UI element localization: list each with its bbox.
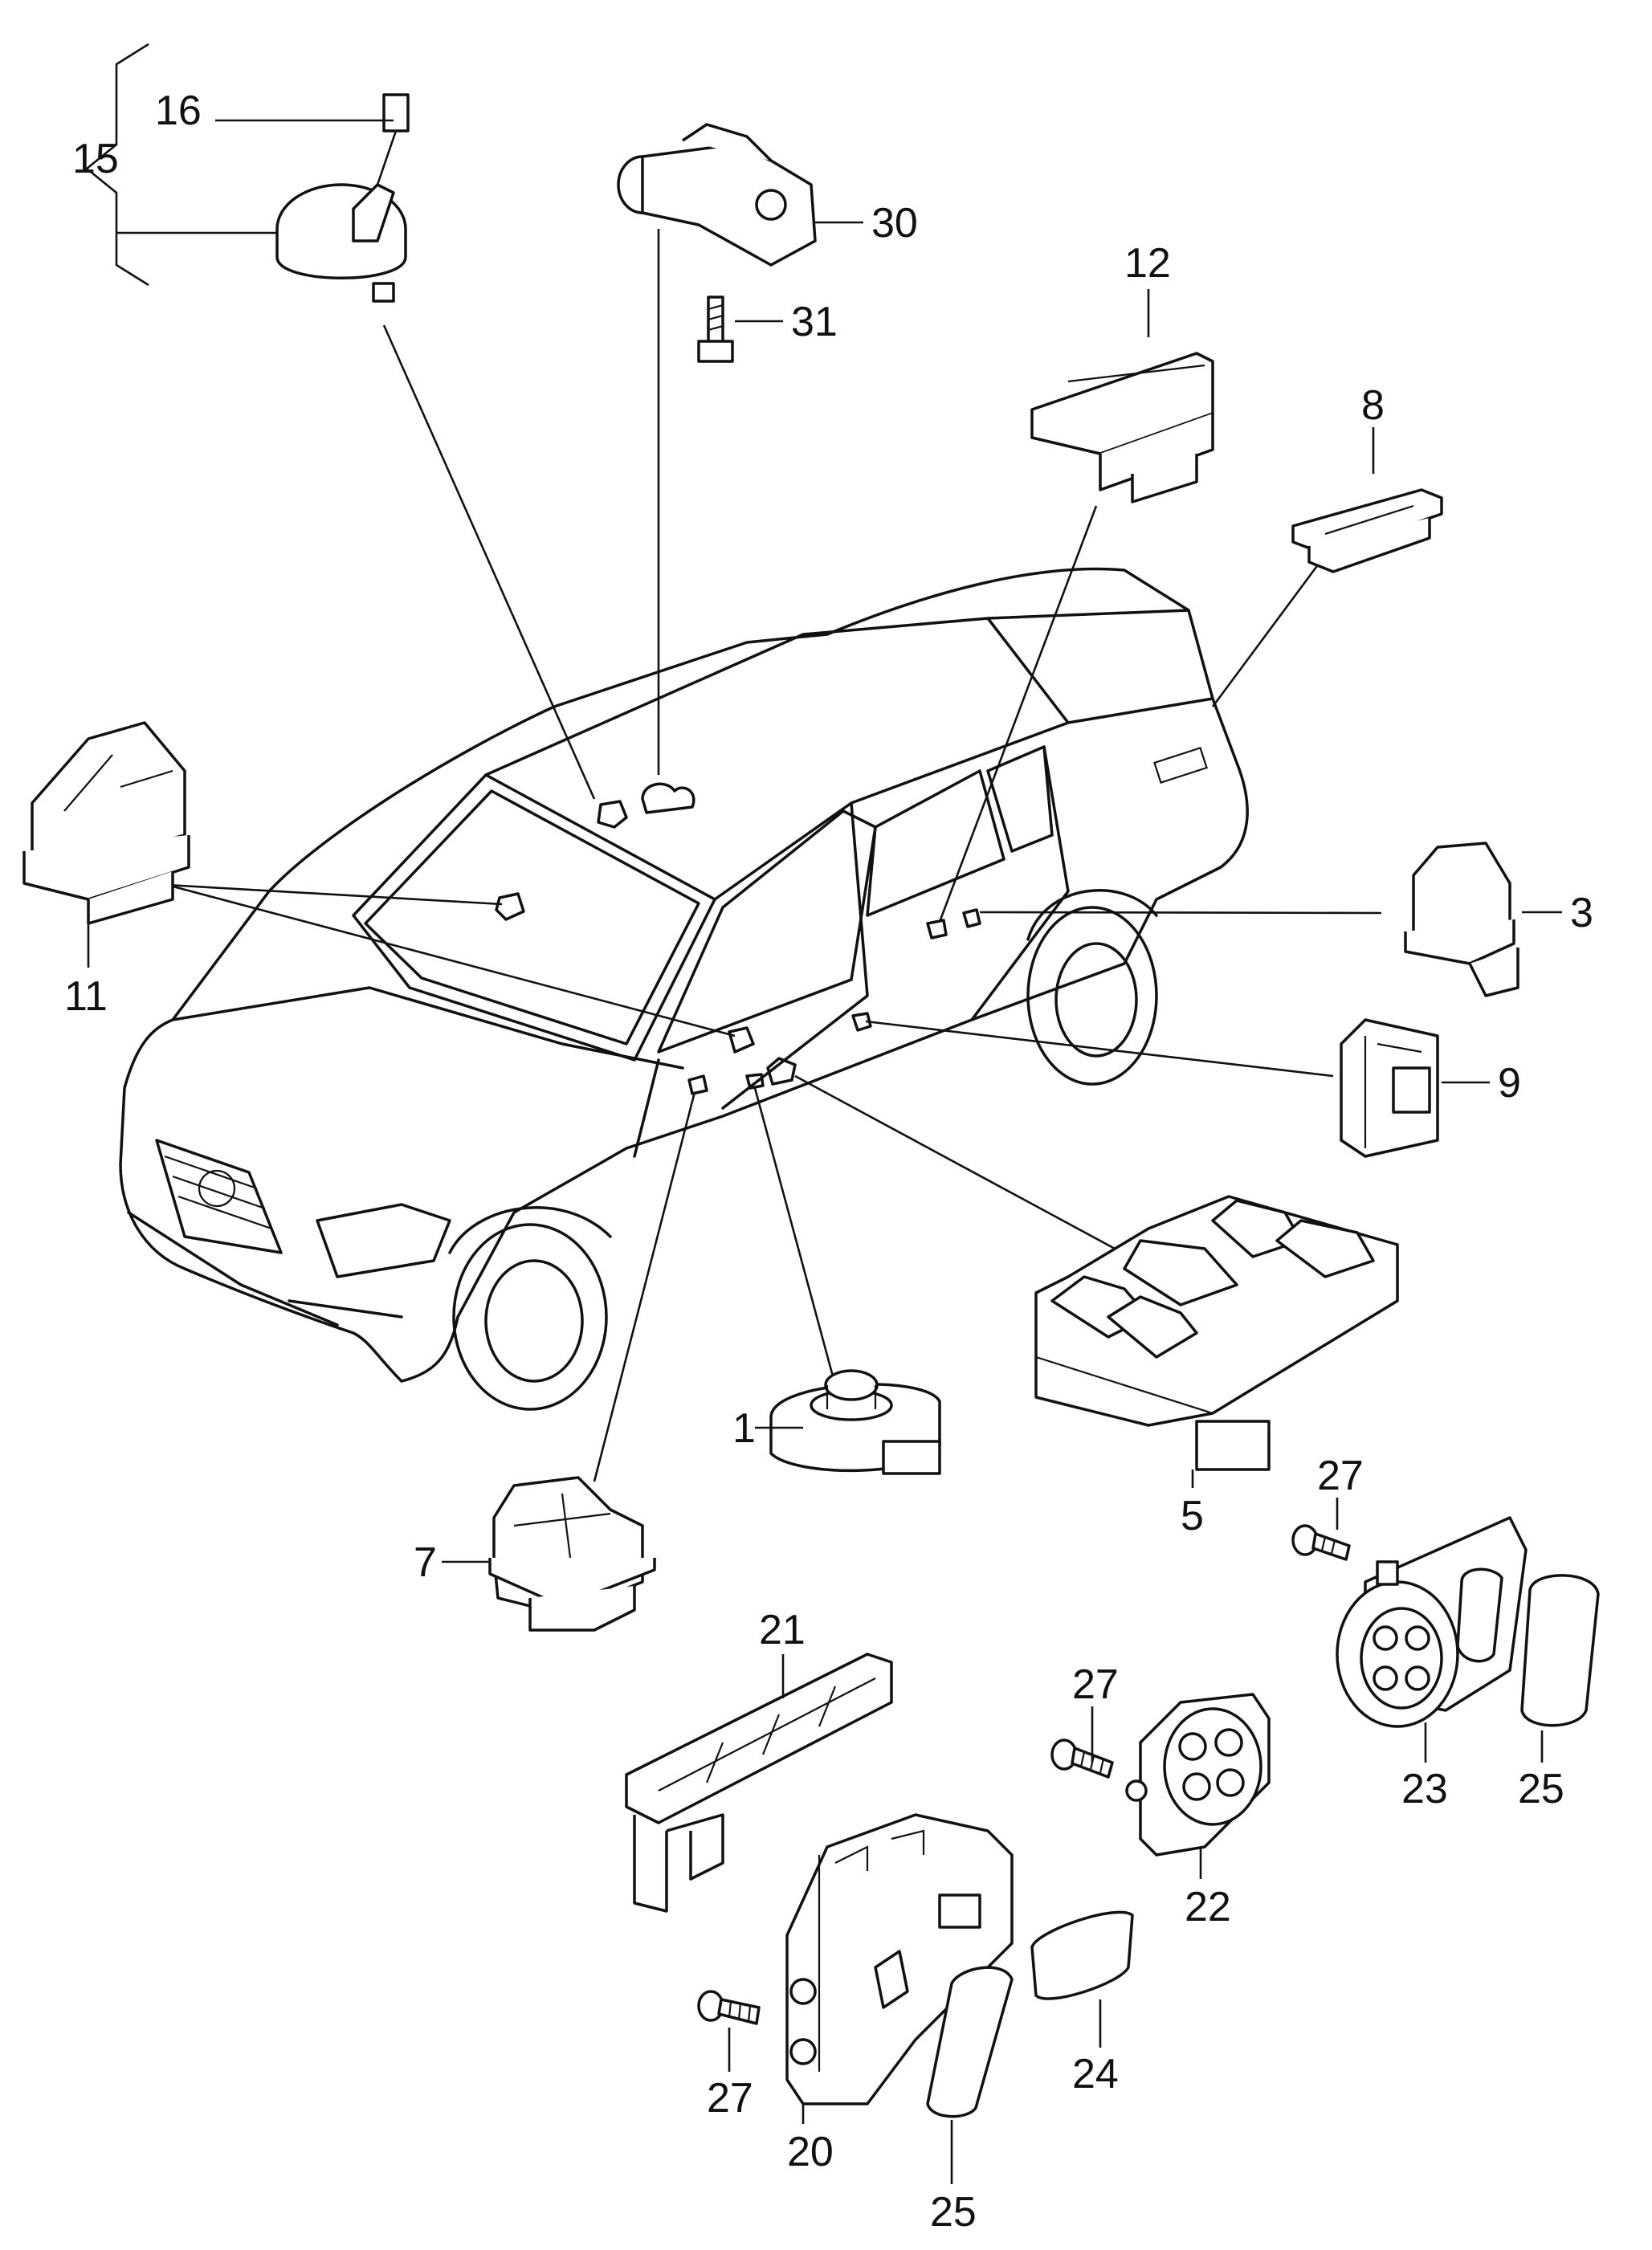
- label-part-15: 15: [72, 136, 119, 182]
- label-part-24: 24: [1072, 2051, 1119, 2097]
- part-24-knob: [1030, 1910, 1134, 2000]
- label-part-30: 30: [871, 200, 918, 247]
- label-part-7: 7: [414, 1539, 437, 1586]
- label-part-16: 16: [155, 88, 202, 134]
- part-27-screw-c: [1291, 1524, 1351, 1561]
- location-markers: [495, 782, 981, 1095]
- label-part-8: 8: [1361, 382, 1385, 429]
- label-part-1: 1: [732, 1405, 756, 1452]
- part-5-master-switch: [1034, 1195, 1399, 1471]
- part-31-bolt: [697, 296, 734, 363]
- callout-lines: [84, 43, 1562, 2184]
- part-7-window-switch: [488, 1476, 656, 1632]
- part-27-screw-b: [1050, 1738, 1114, 1779]
- part-23-round-seat-switch: [1336, 1516, 1528, 1728]
- part-12-window-switch: [1030, 352, 1214, 503]
- part-11-window-switch: [22, 721, 190, 925]
- label-part-11: 11: [64, 973, 108, 1020]
- label-part-27-b: 27: [1072, 1661, 1119, 1708]
- part-1-mirror-switch: [769, 1369, 941, 1475]
- label-part-31: 31: [791, 299, 838, 345]
- part-labels: 16 15 30 31 12 8 11 3 9 5 1 7 21 27 27 2…: [64, 88, 1593, 2236]
- label-part-25-b: 25: [930, 2189, 977, 2236]
- part-21-seat-switch-bar: [625, 1653, 893, 1913]
- leader-lines: [166, 229, 1382, 1482]
- label-part-3: 3: [1570, 890, 1593, 936]
- label-part-21: 21: [759, 1607, 806, 1653]
- label-part-27-c: 27: [1317, 1453, 1364, 1499]
- label-part-9: 9: [1498, 1060, 1521, 1107]
- part-25-knob-a: [1520, 1574, 1600, 1727]
- part-9-switch: [1340, 1018, 1439, 1158]
- part-3-window-switch: [1404, 842, 1519, 997]
- label-part-22: 22: [1185, 1884, 1231, 1930]
- car-illustration: [119, 567, 1249, 1411]
- part-30-actuator: [617, 123, 817, 267]
- label-part-5: 5: [1181, 1493, 1204, 1539]
- part-20-seat-module: [785, 1813, 1014, 2105]
- label-part-12: 12: [1124, 240, 1171, 287]
- label-part-25-a: 25: [1518, 1766, 1564, 1812]
- label-part-27-a: 27: [707, 2075, 753, 2122]
- part-22-round-seat-switch: [1125, 1693, 1271, 1857]
- label-part-23: 23: [1401, 1766, 1448, 1812]
- part-15-rotary-switch: [275, 93, 410, 303]
- label-part-20: 20: [787, 2129, 834, 2175]
- part-27-screw-a: [697, 1990, 761, 2025]
- part-8-switch: [1291, 488, 1443, 573]
- part-25-knob-b: [926, 1966, 1014, 2118]
